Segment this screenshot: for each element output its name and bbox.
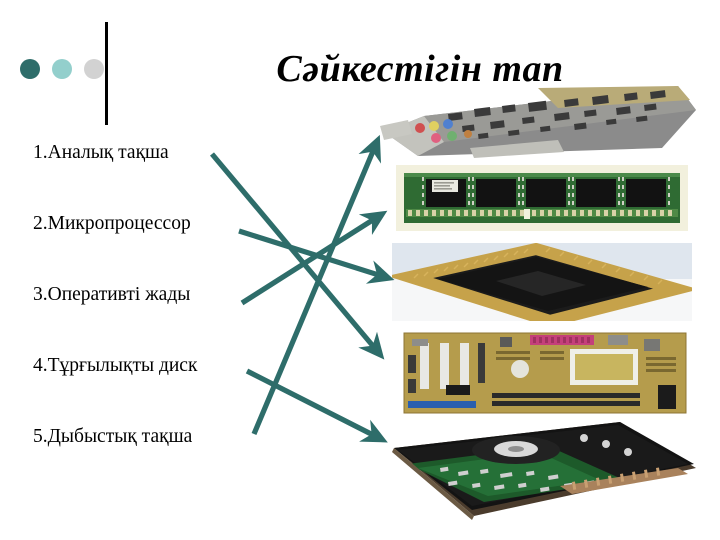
cpu-photo (392, 243, 692, 321)
sound-card-photo (378, 86, 700, 164)
decorative-dots (20, 57, 110, 83)
ram-module-photo (396, 165, 688, 231)
arrow-item5-to-soundcard (251, 134, 382, 436)
motherboard-photo (400, 327, 690, 419)
list-item[interactable]: 5.Дыбыстық тақша (33, 426, 193, 447)
list-item[interactable]: 3.Оперативті жады (33, 284, 191, 305)
arrow-item4-to-harddisk (245, 368, 388, 443)
hard-disk-photo (388, 420, 700, 532)
component-name-list: 1.Аналық тақша 2.Микропроцессор 3.Операт… (33, 142, 263, 497)
dot-dark-teal-icon (20, 59, 40, 79)
dot-gray-icon (84, 59, 104, 79)
list-item[interactable]: 2.Микропроцессор (33, 213, 191, 234)
decorative-vertical-rule (105, 22, 108, 125)
dot-light-teal-icon (52, 59, 72, 79)
page-title: Сәйкестігін тап (276, 48, 564, 90)
list-item[interactable]: 1.Аналық тақша (33, 142, 169, 163)
list-item[interactable]: 4.Тұрғылықты диск (33, 355, 198, 376)
